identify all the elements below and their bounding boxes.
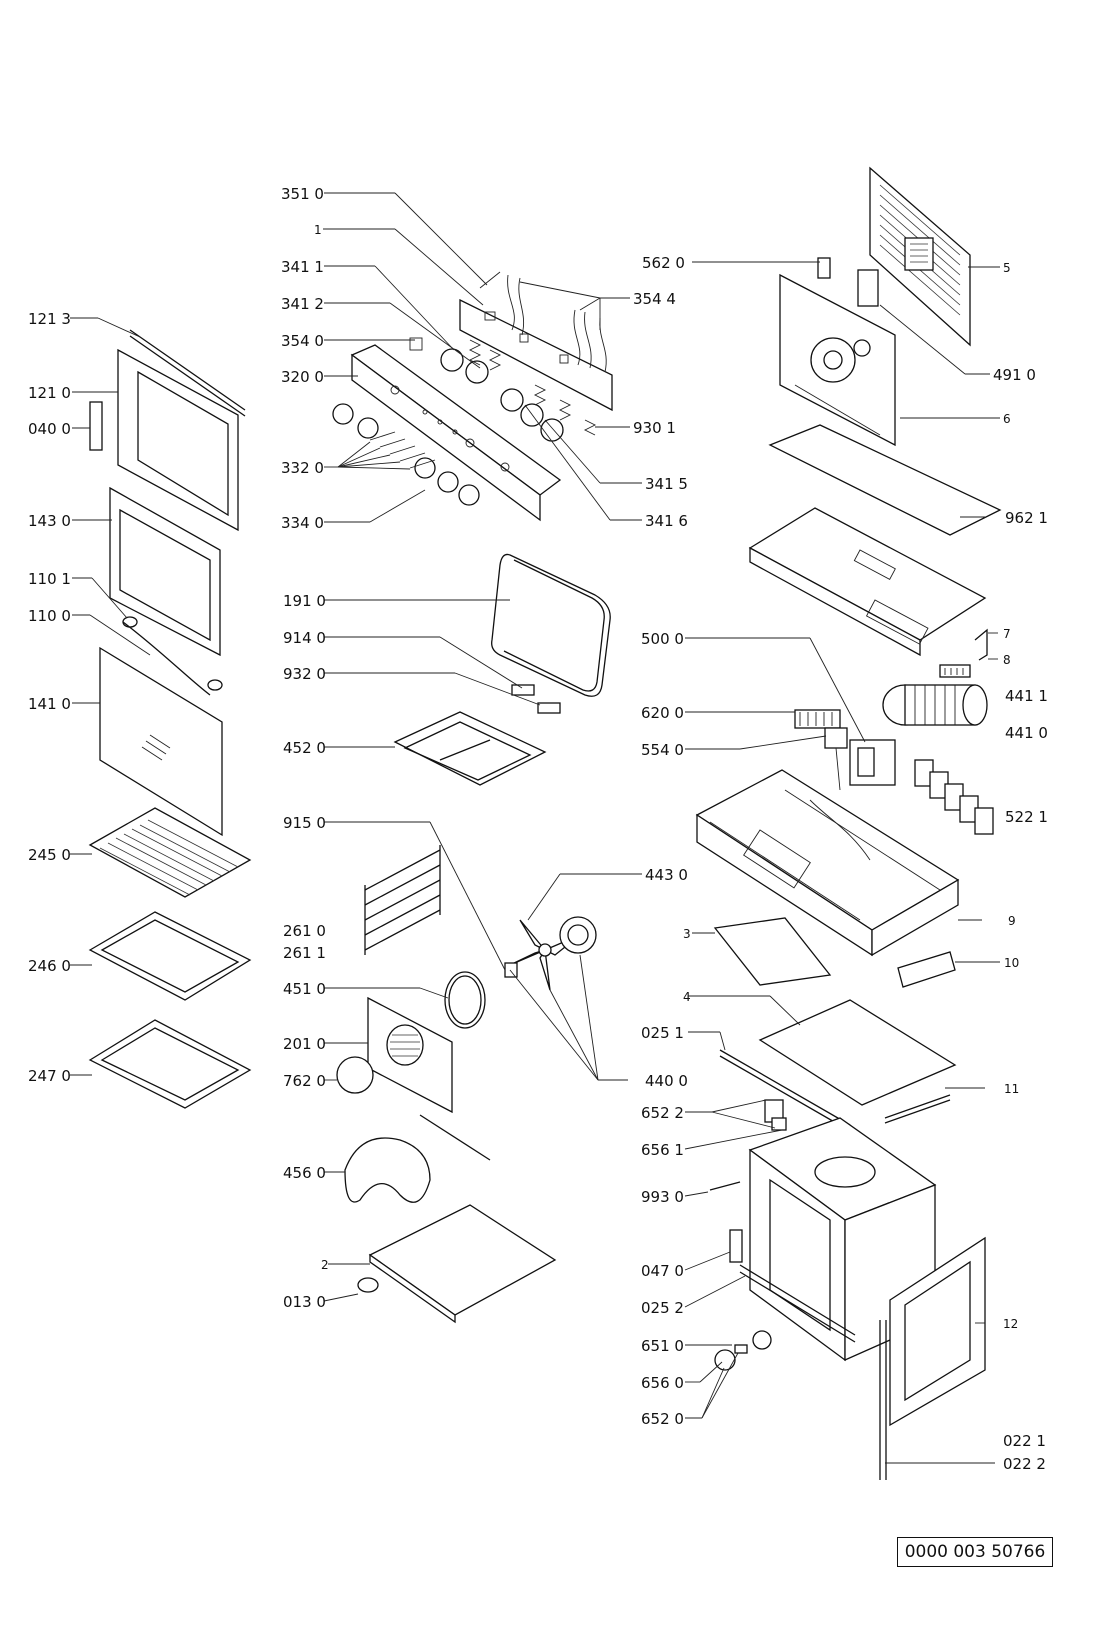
label-4: 4 bbox=[683, 990, 691, 1004]
label-554-0: 554 0 bbox=[641, 741, 684, 759]
control-panel-drawing bbox=[332, 271, 613, 522]
label-143-0: 143 0 bbox=[28, 512, 71, 530]
label-121-0: 121 0 bbox=[28, 384, 71, 402]
label-656-0: 656 0 bbox=[641, 1374, 684, 1392]
label-121-3: 121 3 bbox=[28, 310, 71, 328]
label-452-0: 452 0 bbox=[283, 739, 326, 757]
label-2: 2 bbox=[321, 1258, 329, 1272]
reference-code: 0000 003 50766 bbox=[904, 1542, 1046, 1562]
label-110-1: 110 1 bbox=[28, 570, 71, 588]
label-993-0: 993 0 bbox=[641, 1188, 684, 1206]
oven-cavity-drawing bbox=[709, 1099, 986, 1480]
label-441-1: 441 1 bbox=[1005, 687, 1048, 705]
label-962-1: 962 1 bbox=[1005, 509, 1048, 527]
label-341-2: 341 2 bbox=[281, 295, 324, 313]
label-930-1: 930 1 bbox=[633, 419, 676, 437]
label-932-0: 932 0 bbox=[283, 665, 326, 683]
label-6: 6 bbox=[1003, 412, 1011, 426]
label-110-0: 110 0 bbox=[28, 607, 71, 625]
label-246-0: 246 0 bbox=[28, 957, 71, 975]
reference-code-box: 0000 003 50766 bbox=[897, 1537, 1053, 1567]
label-762-0: 762 0 bbox=[283, 1072, 326, 1090]
label-522-1: 522 1 bbox=[1005, 808, 1048, 826]
label-441-0: 441 0 bbox=[1005, 724, 1048, 742]
label-9: 9 bbox=[1008, 914, 1016, 928]
label-500-0: 500 0 bbox=[641, 630, 684, 648]
label-456-0: 456 0 bbox=[283, 1164, 326, 1182]
label-022-2: 022 2 bbox=[1003, 1455, 1046, 1473]
label-354-4: 354 4 bbox=[633, 290, 676, 308]
label-651-0: 651 0 bbox=[641, 1337, 684, 1355]
label-443-0: 443 0 bbox=[645, 866, 688, 884]
label-11: 11 bbox=[1004, 1082, 1019, 1096]
label-013-0: 013 0 bbox=[283, 1293, 326, 1311]
label-334-0: 334 0 bbox=[281, 514, 324, 532]
label-562-0: 562 0 bbox=[642, 254, 685, 272]
label-341-6: 341 6 bbox=[645, 512, 688, 530]
label-261-0: 261 0 bbox=[283, 922, 326, 940]
label-8: 8 bbox=[1003, 653, 1011, 667]
label-025-1: 025 1 bbox=[641, 1024, 684, 1042]
label-247-0: 247 0 bbox=[28, 1067, 71, 1085]
label-025-2: 025 2 bbox=[641, 1299, 684, 1317]
label-440-0: 440 0 bbox=[645, 1072, 688, 1090]
motor-electrics-drawing bbox=[794, 664, 994, 835]
label-12: 12 bbox=[1003, 1317, 1018, 1331]
label-201-0: 201 0 bbox=[283, 1035, 326, 1053]
label-040-0: 040 0 bbox=[28, 420, 71, 438]
label-261-1: 261 1 bbox=[283, 944, 326, 962]
label-914-0: 914 0 bbox=[283, 629, 326, 647]
label-047-0: 047 0 bbox=[641, 1262, 684, 1280]
label-652-0: 652 0 bbox=[641, 1410, 684, 1428]
chassis-drawing bbox=[695, 769, 960, 1132]
label-1: 1 bbox=[314, 223, 322, 237]
label-620-0: 620 0 bbox=[641, 704, 684, 722]
label-141-0: 141 0 bbox=[28, 695, 71, 713]
label-022-1: 022 1 bbox=[1003, 1432, 1046, 1450]
back-panel-drawing bbox=[748, 166, 1002, 661]
label-332-0: 332 0 bbox=[281, 459, 324, 477]
label-351-0: 351 0 bbox=[281, 185, 324, 203]
label-915-0: 915 0 bbox=[283, 814, 326, 832]
leader-lines bbox=[70, 192, 1000, 1464]
racks-trays-drawing bbox=[88, 807, 252, 1109]
label-191-0: 191 0 bbox=[283, 592, 326, 610]
label-354-0: 354 0 bbox=[281, 332, 324, 350]
label-245-0: 245 0 bbox=[28, 846, 71, 864]
label-341-1: 341 1 bbox=[281, 258, 324, 276]
label-7: 7 bbox=[1003, 627, 1011, 641]
middle-components-drawing bbox=[336, 553, 611, 1324]
label-451-0: 451 0 bbox=[283, 980, 326, 998]
label-3: 3 bbox=[683, 927, 691, 941]
label-491-0: 491 0 bbox=[993, 366, 1036, 384]
door-drawing bbox=[89, 329, 246, 837]
label-5: 5 bbox=[1003, 261, 1011, 275]
label-320-0: 320 0 bbox=[281, 368, 324, 386]
label-10: 10 bbox=[1004, 956, 1019, 970]
label-652-2: 652 2 bbox=[641, 1104, 684, 1122]
label-341-5: 341 5 bbox=[645, 475, 688, 493]
label-656-1: 656 1 bbox=[641, 1141, 684, 1159]
callout-labels: 351 0 1 341 1 341 2 354 0 320 0 332 0 33… bbox=[28, 185, 1048, 1473]
